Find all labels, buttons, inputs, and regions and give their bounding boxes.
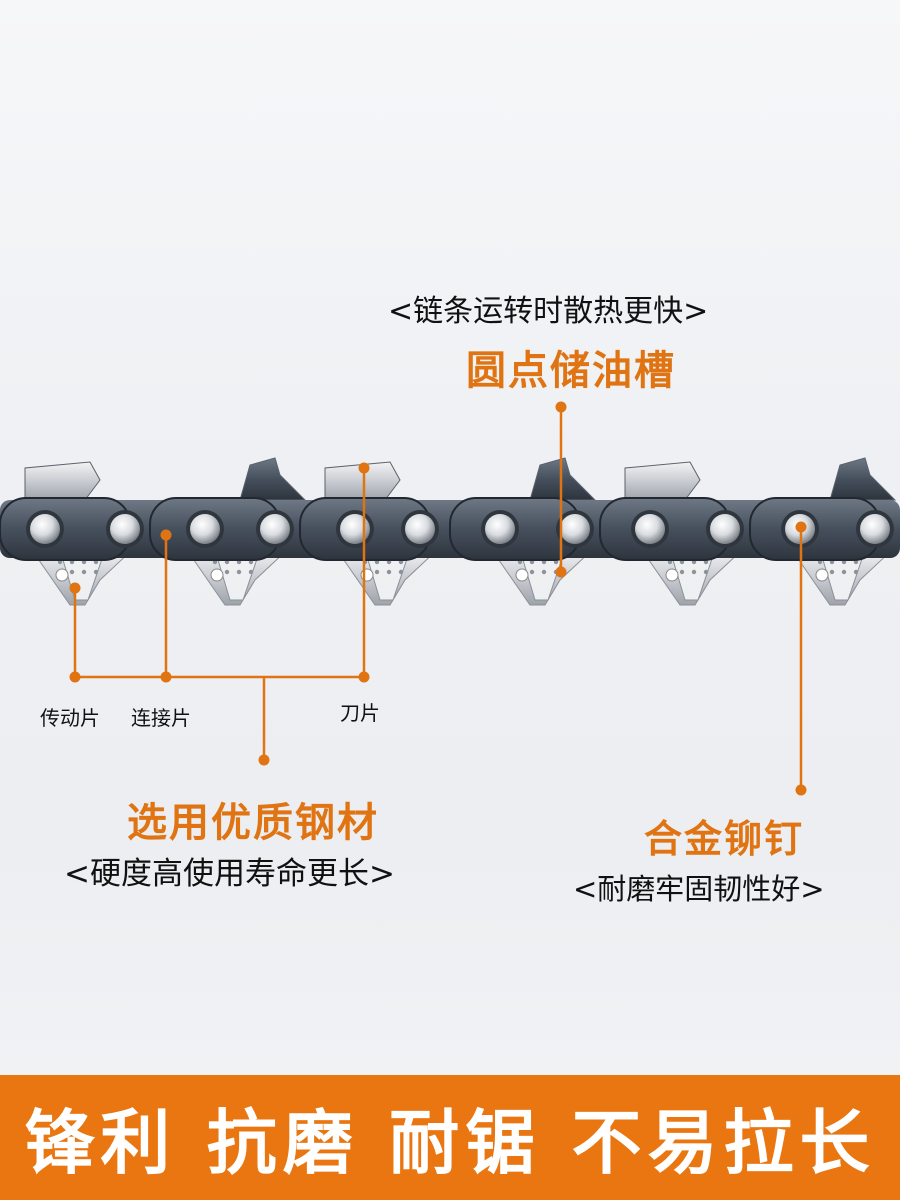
oil-dot <box>691 569 697 575</box>
oil-dot <box>703 569 709 575</box>
oil-dot <box>541 569 547 575</box>
oil-dot <box>81 569 87 575</box>
chain-links <box>0 457 900 606</box>
rivet-title: 合金铆钉 <box>644 817 805 861</box>
oil-hole <box>210 568 224 582</box>
rivet <box>260 514 290 544</box>
cutter-top <box>829 457 897 501</box>
feature-banner-text: 锋利 抗磨 耐锯 不易拉长 <box>24 1102 876 1184</box>
oil-dot <box>93 569 99 575</box>
oil-dot <box>398 569 404 575</box>
oil-dot <box>386 569 392 575</box>
oil-dot <box>374 569 380 575</box>
oil-dot <box>679 569 685 575</box>
oil-hole <box>665 568 679 582</box>
oil-hole <box>515 568 529 582</box>
rivet <box>30 514 60 544</box>
oil-hole <box>815 568 829 582</box>
rivet <box>860 514 890 544</box>
oil-dot <box>829 569 835 575</box>
drive-link-label: 传动片 <box>40 706 100 730</box>
rivet <box>710 514 740 544</box>
oil-groove-title: 圆点储油槽 <box>466 348 676 394</box>
oil-groove-subtitle: <链条运转时散热更快> <box>388 294 709 329</box>
rivet <box>485 514 515 544</box>
oil-dot <box>224 569 230 575</box>
rivet <box>635 514 665 544</box>
saw-chain-illustration <box>0 457 900 606</box>
oil-hole <box>55 568 69 582</box>
oil-dot <box>69 569 75 575</box>
rivet-subtitle: <耐磨牢固韧性好> <box>573 872 825 906</box>
cutter-label: 刀片 <box>340 701 380 725</box>
connecting-link-label: 连接片 <box>131 706 191 730</box>
steel-title: 选用优质钢材 <box>127 800 379 846</box>
oil-dot <box>529 569 535 575</box>
rivet <box>340 514 370 544</box>
steel-subtitle: <硬度高使用寿命更长> <box>64 856 395 892</box>
rivet <box>560 514 590 544</box>
oil-dot <box>248 569 254 575</box>
oil-dot <box>853 569 859 575</box>
rivet <box>110 514 140 544</box>
rivet <box>190 514 220 544</box>
oil-dot <box>841 569 847 575</box>
rivet <box>405 514 435 544</box>
oil-dot <box>236 569 242 575</box>
feature-banner: 锋利 抗磨 耐锯 不易拉长 <box>0 1075 900 1200</box>
